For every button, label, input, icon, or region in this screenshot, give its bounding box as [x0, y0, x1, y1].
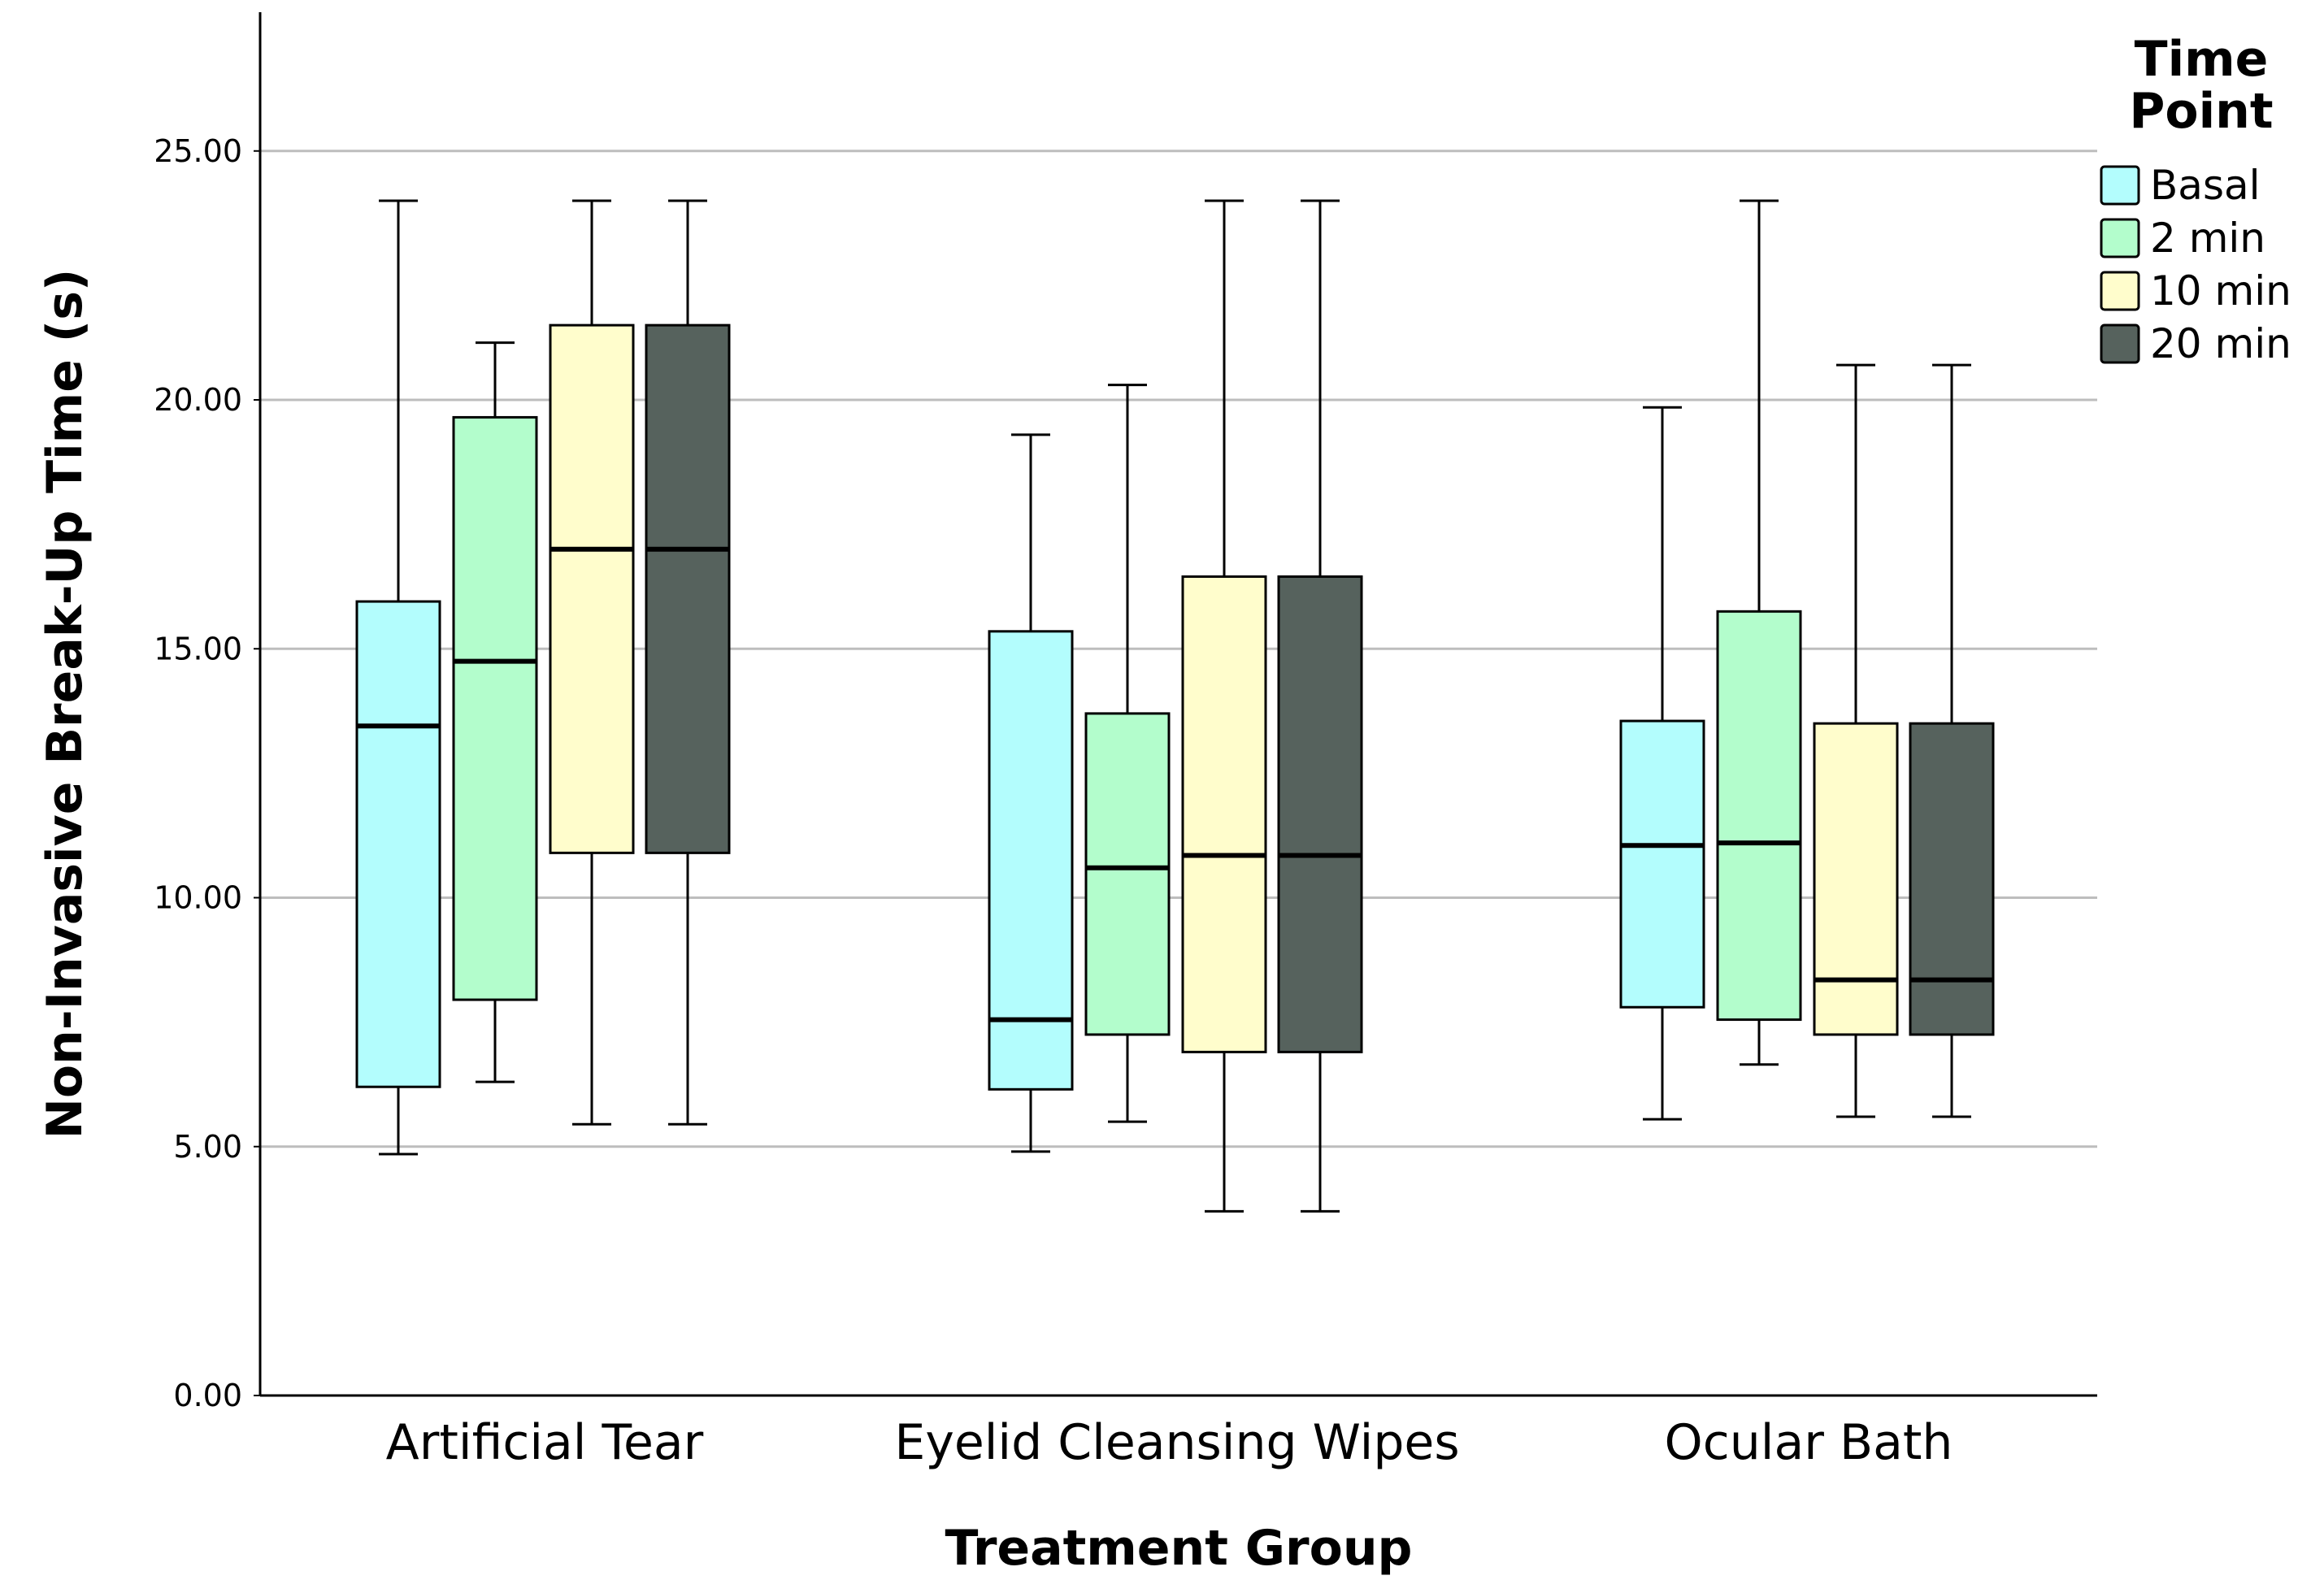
legend-label: 20 min — [2150, 320, 2291, 367]
legend-item: 10 min — [2100, 267, 2291, 315]
box-basal — [988, 433, 1074, 1153]
legend-title-line-2: Point — [2129, 83, 2273, 140]
y-tick-label: 25.00 — [154, 133, 242, 169]
iqr-box — [549, 323, 635, 854]
legend-title-line-1: Time — [2135, 31, 2269, 88]
iqr-box — [1084, 712, 1171, 1036]
legend-swatch — [2100, 165, 2140, 206]
iqr-box — [645, 323, 731, 854]
y-axis-title: Non-Invasive Break-Up Time (s) — [37, 269, 93, 1139]
box-10-min — [1813, 363, 1899, 1118]
y-tick-label: 15.00 — [154, 631, 242, 666]
y-tick-label: 20.00 — [154, 382, 242, 418]
iqr-box — [1619, 719, 1705, 1009]
box-10-min — [1181, 199, 1267, 1213]
x-category-label: Ocular Bath — [1665, 1414, 1953, 1471]
y-tick-label: 10.00 — [154, 880, 242, 916]
box-2-min — [1716, 199, 1802, 1066]
legend-item: 2 min — [2100, 215, 2265, 262]
iqr-box — [452, 415, 538, 1001]
box-2-min — [452, 341, 538, 1083]
box-basal — [1619, 406, 1705, 1121]
legend-item: 20 min — [2100, 320, 2291, 367]
legend-items: Basal 2 min 10 min 20 min — [2100, 162, 2291, 367]
x-category-label: Eyelid Cleansing Wipes — [894, 1414, 1459, 1471]
box-20-min — [1277, 199, 1363, 1213]
y-tick-label: 5.00 — [173, 1129, 242, 1165]
axes — [258, 12, 2097, 1397]
iqr-box — [1181, 575, 1267, 1053]
legend-label: Basal — [2150, 162, 2261, 209]
legend-swatch — [2100, 323, 2140, 364]
y-tick-labels: 0.00 5.00 10.00 15.00 20.00 25.00 — [154, 133, 260, 1413]
box-20-min — [1909, 363, 1995, 1118]
box-basal — [355, 199, 441, 1156]
y-tick-label: 0.00 — [173, 1378, 242, 1413]
boxes — [355, 199, 1995, 1213]
iqr-box — [988, 630, 1074, 1091]
x-axis-title: Treatment Group — [945, 1520, 1412, 1577]
iqr-box — [1277, 575, 1363, 1053]
legend-label: 10 min — [2150, 267, 2291, 315]
iqr-box — [1909, 722, 1995, 1036]
x-category-label: Artificial Tear — [386, 1414, 704, 1471]
iqr-box — [355, 600, 441, 1088]
legend: Time Point Basal 2 min 10 min 20 min — [2100, 31, 2291, 367]
box-20-min — [645, 199, 731, 1126]
box-2-min — [1084, 384, 1171, 1123]
legend-item: Basal — [2100, 162, 2261, 209]
iqr-box — [1813, 722, 1899, 1036]
box-10-min — [549, 199, 635, 1126]
legend-swatch — [2100, 218, 2140, 258]
legend-label: 2 min — [2150, 215, 2265, 262]
x-category-labels: Artificial Tear Eyelid Cleansing Wipes Ocu… — [386, 1414, 1953, 1471]
iqr-box — [1716, 610, 1802, 1022]
legend-swatch — [2100, 271, 2140, 311]
